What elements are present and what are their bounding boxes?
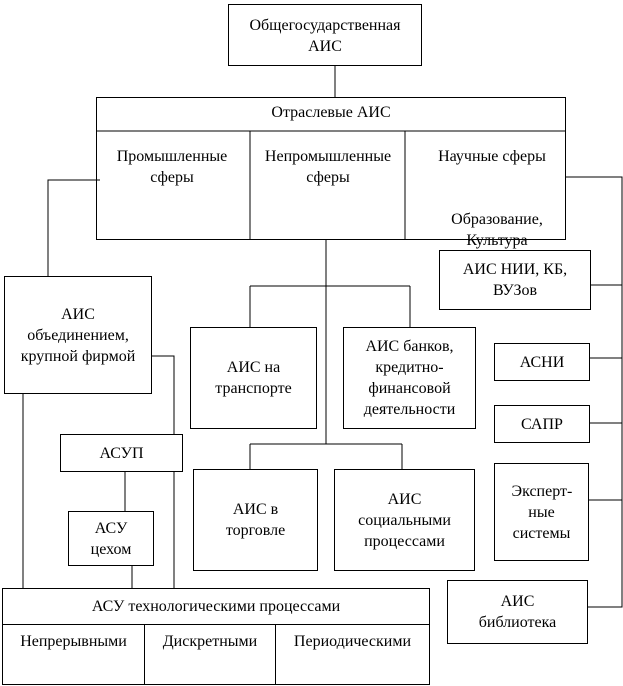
process-control-col-divider-2 bbox=[275, 624, 276, 685]
branch-title: Отраслевые АИС bbox=[271, 104, 391, 121]
research-ais-label: АИС НИИ, КБ, ВУЗов bbox=[462, 261, 568, 299]
transport-ais-label: АИС на транспорте bbox=[215, 359, 292, 397]
corp-ais-box: АИС объединением, крупной фирмой bbox=[4, 276, 152, 394]
social-ais-box: АИС социальными процессами bbox=[334, 469, 475, 571]
sapr-box: САПР bbox=[494, 405, 590, 443]
process-control-box bbox=[2, 588, 430, 685]
library-ais-box: АИС библиотека bbox=[447, 580, 588, 644]
asni-label: АСНИ bbox=[519, 353, 565, 371]
top-box: Общегосударственная АИС bbox=[228, 4, 422, 66]
process-col-discrete: Дискретными bbox=[162, 633, 258, 650]
trade-ais-label: АИС в торговле bbox=[225, 501, 286, 539]
asup-box: АСУП bbox=[60, 434, 183, 472]
asni-box: АСНИ bbox=[494, 343, 590, 381]
banks-ais-box: АИС банков, кредитно-финансовой деятельн… bbox=[343, 327, 476, 429]
banks-ais-label: АИС банков, кредитно-финансовой деятельн… bbox=[363, 338, 456, 418]
process-control-title: АСУ технологическими процессами bbox=[91, 598, 341, 615]
sapr-label: САПР bbox=[521, 415, 563, 433]
asup-label: АСУП bbox=[99, 444, 144, 462]
research-ais-box: АИС НИИ, КБ, ВУЗов bbox=[439, 250, 591, 310]
asu-shop-label: АСУ цехом bbox=[90, 519, 132, 558]
library-ais-label: АИС библиотека bbox=[478, 593, 557, 631]
trade-ais-box: АИС в торговле bbox=[193, 469, 318, 571]
social-ais-label: АИС социальными процессами bbox=[358, 490, 451, 550]
process-col-periodic: Периодическими bbox=[293, 633, 412, 650]
process-col-continuous: Непрерывными bbox=[20, 633, 127, 650]
connector-science-trunk bbox=[566, 176, 623, 608]
expert-systems-box: Эксперт-ные системы bbox=[494, 463, 589, 561]
connector-corp-to-asup bbox=[152, 355, 175, 588]
transport-ais-box: АИС на транспорте bbox=[190, 327, 317, 429]
expert-systems-label: Эксперт-ные системы bbox=[511, 482, 573, 542]
process-control-col-divider-1 bbox=[144, 624, 145, 685]
branch-col-education: Образование, Культура bbox=[451, 211, 543, 249]
asu-shop-box: АСУ цехом bbox=[68, 511, 154, 566]
top-box-label: Общегосударственная АИС bbox=[249, 16, 401, 55]
branch-col-nonindustry: Непромышленные сферы bbox=[264, 148, 392, 186]
corp-ais-label: АИС объединением, крупной фирмой bbox=[20, 305, 136, 365]
connector-industry-to-corp bbox=[47, 179, 100, 276]
branch-col-industry: Промышленные сферы bbox=[116, 148, 228, 186]
process-control-divider bbox=[2, 624, 430, 625]
branch-box: Отраслевые АИС bbox=[96, 97, 566, 240]
branch-col-science: Научные сферы bbox=[438, 148, 546, 165]
